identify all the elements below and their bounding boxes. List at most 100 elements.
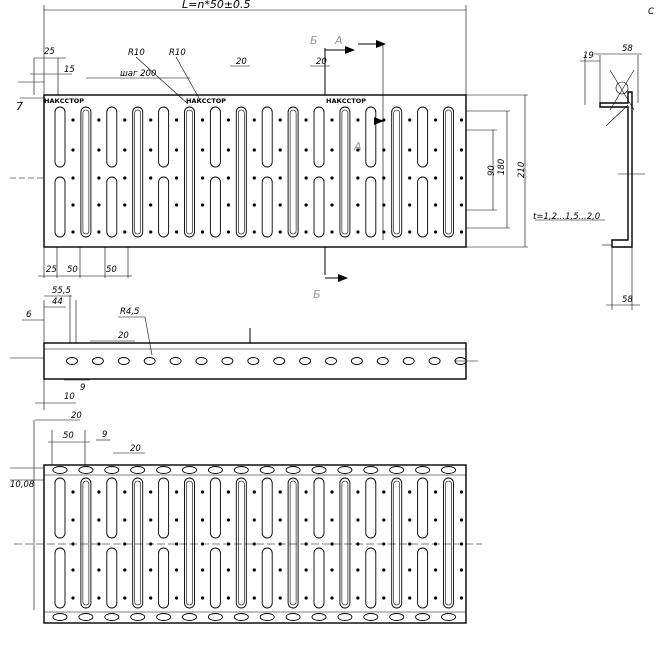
perforation-hole	[226, 230, 230, 234]
perforation-hole	[71, 518, 75, 522]
perforation-hole	[226, 118, 230, 122]
perforation-hole	[149, 148, 153, 152]
slot-inner	[238, 480, 245, 606]
perforation-hole	[382, 490, 386, 494]
dim-25-bottom: 25	[46, 265, 57, 275]
perforation-hole	[252, 118, 256, 122]
perforation-hole	[97, 568, 101, 572]
edge-slot	[259, 466, 275, 474]
slot-short	[417, 176, 429, 238]
perforation-hole	[226, 596, 230, 600]
perforation-hole	[459, 176, 464, 180]
perforation-hole	[123, 518, 127, 522]
dim-50-bottom-a: 50	[67, 265, 78, 275]
brand-label-3: НАКССТОР	[326, 97, 366, 105]
slot-long	[235, 106, 247, 238]
slot-inner	[289, 480, 297, 606]
slot-long	[443, 106, 454, 238]
side-slot	[117, 357, 130, 365]
perforation-hole	[278, 148, 282, 152]
perforation-hole	[356, 518, 360, 522]
perforation-hole	[252, 203, 256, 207]
side-slot	[376, 357, 389, 365]
slot-short	[158, 176, 170, 238]
side-slot	[66, 357, 78, 365]
dim-20-bv: 20	[130, 444, 141, 454]
perforation-hole	[97, 118, 101, 122]
edge-slot	[311, 466, 327, 474]
perforation-hole	[382, 203, 386, 207]
perforation-hole	[382, 518, 386, 522]
slot-short	[417, 477, 429, 539]
slot-inner	[445, 109, 452, 235]
perforation-hole	[175, 596, 179, 600]
slot-short	[313, 547, 325, 609]
side-slot	[350, 357, 363, 365]
perforation-hole	[149, 518, 153, 522]
perforation-hole	[330, 230, 334, 234]
length-dimension: L=n*50±0.5	[182, 0, 251, 11]
perforation-hole	[304, 148, 308, 152]
perforation-hole	[252, 230, 256, 234]
edge-slot	[78, 466, 94, 474]
perforation-hole	[71, 203, 75, 207]
perforation-hole	[459, 203, 464, 207]
perforation-hole	[71, 176, 75, 180]
side-slot	[247, 357, 260, 365]
slot-inner	[393, 480, 401, 606]
perforation-hole	[459, 230, 464, 234]
edge-slot	[415, 466, 431, 474]
perforation-hole	[356, 568, 360, 572]
perforation-hole	[252, 490, 256, 494]
slot-short	[209, 477, 221, 539]
slot-short	[106, 547, 118, 609]
perforation-hole	[356, 176, 360, 180]
perforation-hole	[434, 148, 438, 152]
slot-short	[54, 106, 66, 168]
slot-short	[261, 106, 273, 168]
perforation-hole	[304, 568, 308, 572]
bottom-slot-pattern	[52, 466, 456, 621]
perforation-hole	[149, 176, 153, 180]
perforation-hole	[459, 490, 464, 494]
slot-long	[287, 477, 299, 609]
edge-slot	[441, 466, 456, 474]
perforation-hole	[123, 568, 127, 572]
perforation-hole	[356, 118, 360, 122]
edge-slot	[156, 466, 172, 474]
perforation-hole	[304, 230, 308, 234]
dim-6: 6	[26, 310, 32, 320]
perforation-hole	[382, 230, 386, 234]
dim-50-bottom-b: 50	[106, 265, 117, 275]
slot-inner	[238, 109, 245, 235]
perforation-hole	[200, 118, 205, 122]
side-slot-pattern	[66, 357, 467, 365]
perforation-hole	[123, 118, 127, 122]
perforation-hole	[304, 596, 308, 600]
edge-slot	[130, 613, 146, 621]
slot-short	[261, 176, 273, 238]
perforation-hole	[123, 203, 127, 207]
perforation-hole	[408, 176, 412, 180]
slot-short	[313, 176, 325, 238]
perforation-hole	[71, 148, 75, 152]
perforation-hole	[278, 490, 282, 494]
dim-20-b: 20	[316, 57, 327, 67]
perforation-hole	[123, 596, 127, 600]
corner-mark: С	[648, 7, 654, 17]
slot-short	[106, 106, 118, 168]
dim-90: 90	[487, 165, 497, 176]
slot-short	[313, 477, 325, 539]
perforation-hole	[149, 118, 153, 122]
perforation-hole	[97, 596, 101, 600]
perforation-hole	[149, 490, 153, 494]
pitch-200: шаг 200	[120, 69, 156, 79]
dim-55-5: 55,5	[52, 286, 71, 296]
perforation-hole	[434, 568, 438, 572]
side-slot	[273, 357, 286, 365]
dim-10-08: 10,08	[10, 480, 35, 490]
perforation-hole	[252, 596, 256, 600]
dim-9-side: 9	[80, 383, 85, 393]
section-a-top: А	[334, 34, 343, 47]
perforation-hole	[175, 518, 179, 522]
